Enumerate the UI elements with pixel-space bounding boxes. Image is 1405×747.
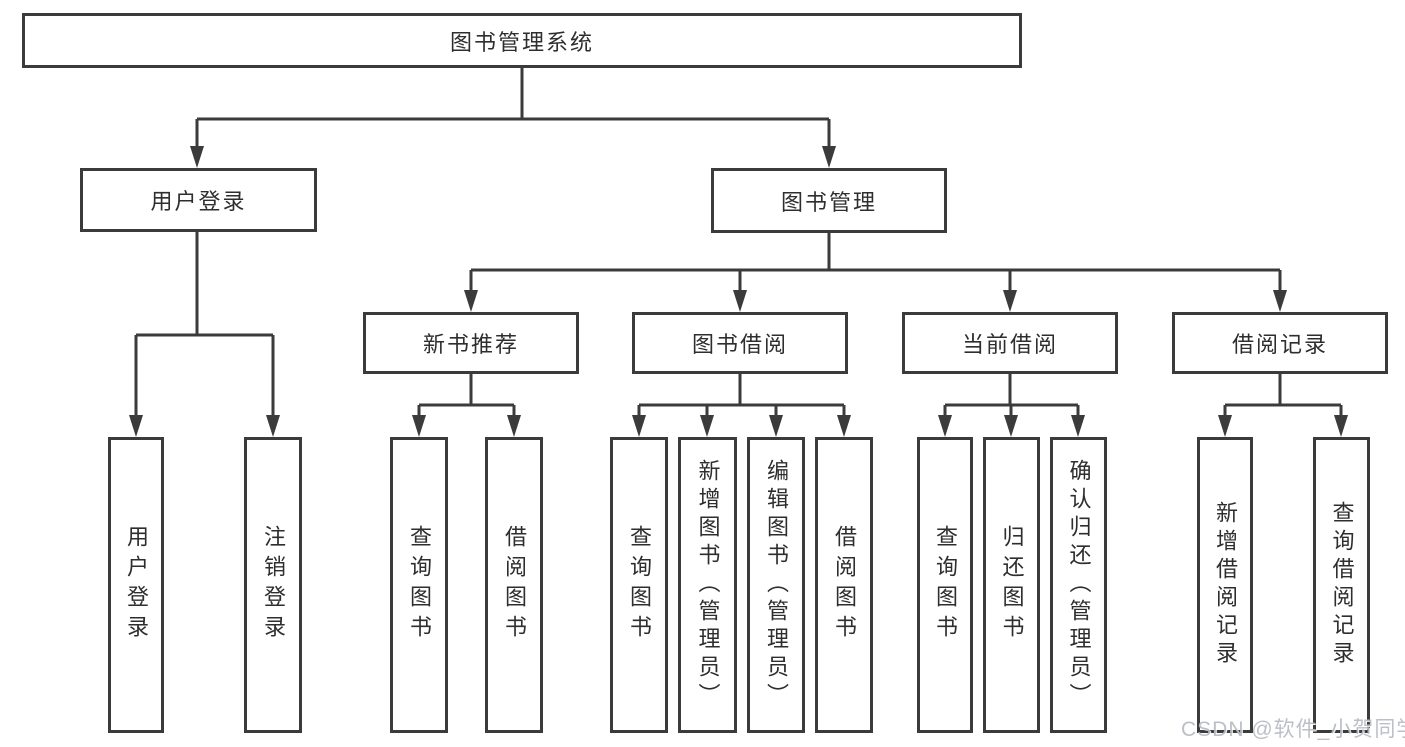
node-root-system: 图书管理系统 bbox=[22, 13, 1022, 68]
node-leaf-borrow-books-recommend: 借阅图书 bbox=[485, 437, 543, 733]
node-leaf-logout: 注销登录 bbox=[244, 437, 302, 733]
node-current-borrowing: 当前借阅 bbox=[902, 312, 1118, 374]
node-book-borrowing: 图书借阅 bbox=[632, 312, 848, 374]
node-leaf-confirm-return-admin: 确认归还（管理员） bbox=[1050, 437, 1107, 733]
node-leaf-return-book: 归还图书 bbox=[983, 437, 1040, 733]
arrowheads bbox=[129, 146, 1348, 437]
node-leaf-edit-book-admin: 编辑图书（管理员） bbox=[747, 437, 805, 733]
node-leaf-add-book-admin: 新增图书（管理员） bbox=[678, 437, 737, 733]
node-leaf-borrow-books: 借阅图书 bbox=[815, 437, 873, 733]
node-leaf-query-books-recommend: 查询图书 bbox=[390, 437, 448, 733]
node-leaf-add-borrow-record: 新增借阅记录 bbox=[1197, 437, 1253, 733]
node-leaf-query-borrow-record: 查询借阅记录 bbox=[1313, 437, 1370, 733]
node-new-book-recommend: 新书推荐 bbox=[363, 312, 579, 374]
node-leaf-query-books-current: 查询图书 bbox=[917, 437, 973, 733]
node-leaf-query-books-borrow: 查询图书 bbox=[610, 437, 668, 733]
csdn-watermark: CSDN @软件_小贺同学 bbox=[1181, 718, 1405, 741]
node-borrow-records: 借阅记录 bbox=[1172, 312, 1388, 374]
node-user-login: 用户登录 bbox=[80, 168, 317, 232]
node-book-management: 图书管理 bbox=[711, 168, 947, 233]
node-leaf-user-login: 用户登录 bbox=[108, 437, 164, 733]
